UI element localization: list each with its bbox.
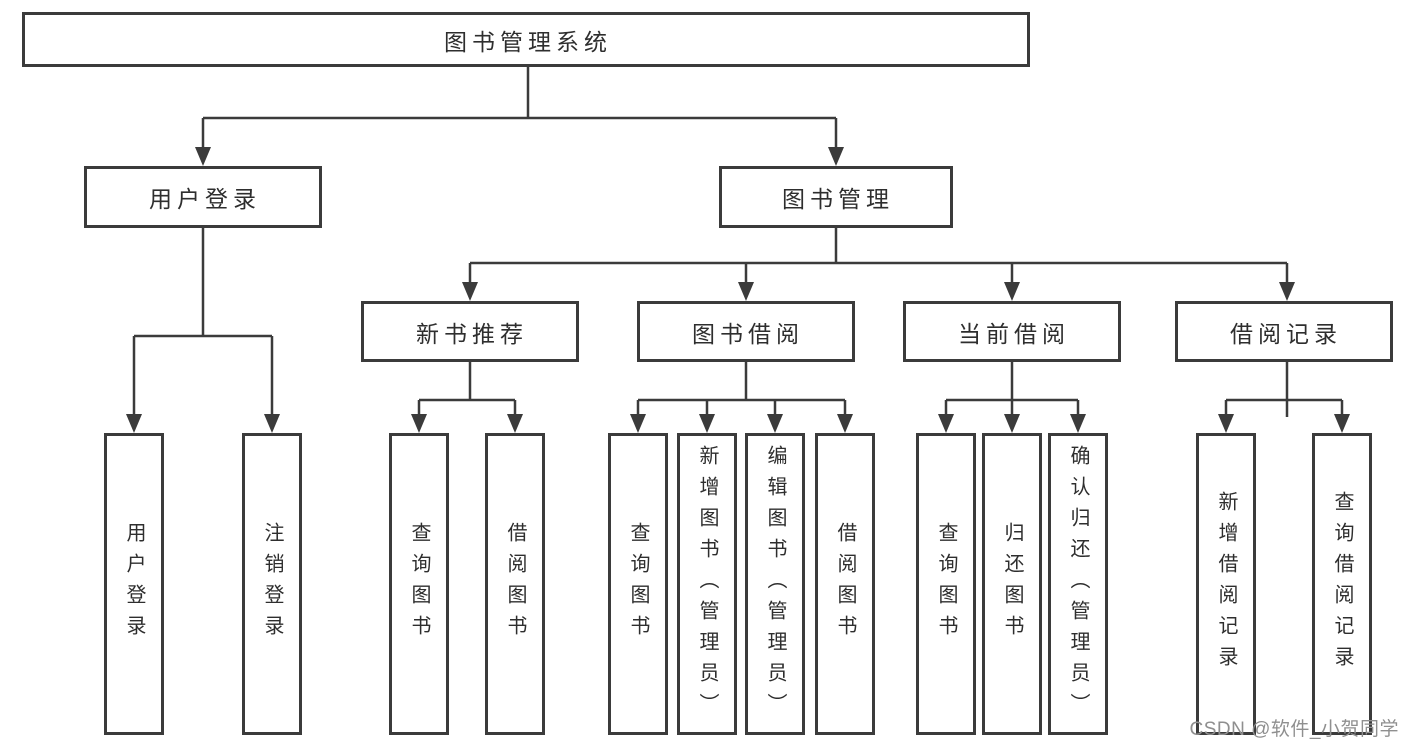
- leaf-records-add: 新增借阅记录: [1196, 433, 1256, 735]
- leaf-records-query: 查询借阅记录: [1312, 433, 1372, 735]
- node-label: 图书借阅: [692, 320, 804, 347]
- node-label: 图书管理: [782, 186, 894, 212]
- node-label: 新书推荐: [416, 320, 528, 347]
- node-new-book-recommend: 新书推荐: [361, 301, 579, 362]
- leaf-label: 编辑图书（管理员）: [764, 444, 786, 724]
- leaf-label: 归还图书: [1001, 522, 1023, 646]
- leaf-borrowing-query: 查询图书: [608, 433, 668, 735]
- leaf-user-login: 用户登录: [104, 433, 164, 735]
- leaf-label: 借阅图书: [504, 522, 526, 646]
- leaf-current-return: 归还图书: [982, 433, 1042, 735]
- leaf-label: 注销登录: [261, 522, 283, 646]
- leaf-new-books-borrow: 借阅图书: [485, 433, 545, 735]
- csdn-watermark: CSDN @软件_小贺同学: [1189, 719, 1399, 740]
- node-label: 借阅记录: [1230, 320, 1342, 347]
- leaf-label: 新增图书（管理员）: [696, 444, 718, 724]
- leaf-borrowing-borrow: 借阅图书: [815, 433, 875, 735]
- node-root-library-system: 图书管理系统: [22, 12, 1030, 67]
- leaf-label: 确认归还（管理员）: [1067, 444, 1089, 724]
- node-label: 当前借阅: [958, 320, 1070, 347]
- node-current-borrowing: 当前借阅: [903, 301, 1121, 362]
- node-label: 用户登录: [149, 186, 261, 212]
- leaf-label: 查询借阅记录: [1331, 491, 1353, 677]
- leaf-label: 查询图书: [935, 522, 957, 646]
- leaf-current-query: 查询图书: [916, 433, 976, 735]
- leaf-label: 查询图书: [627, 522, 649, 646]
- leaf-logout: 注销登录: [242, 433, 302, 735]
- node-book-management: 图书管理: [719, 166, 953, 228]
- leaf-current-confirm-admin: 确认归还（管理员）: [1048, 433, 1108, 735]
- node-borrowing-records: 借阅记录: [1175, 301, 1393, 362]
- leaf-label: 借阅图书: [834, 522, 856, 646]
- arrowheads: [126, 147, 1350, 433]
- leaf-label: 用户登录: [123, 522, 145, 646]
- leaf-label: 查询图书: [408, 522, 430, 646]
- leaf-borrowing-edit-admin: 编辑图书（管理员）: [745, 433, 805, 735]
- node-user-login: 用户登录: [84, 166, 322, 228]
- leaf-label: 新增借阅记录: [1215, 491, 1237, 677]
- node-label: 图书管理系统: [444, 28, 612, 55]
- leaf-borrowing-add-admin: 新增图书（管理员）: [677, 433, 737, 735]
- node-book-borrowing: 图书借阅: [637, 301, 855, 362]
- leaf-new-books-query: 查询图书: [389, 433, 449, 735]
